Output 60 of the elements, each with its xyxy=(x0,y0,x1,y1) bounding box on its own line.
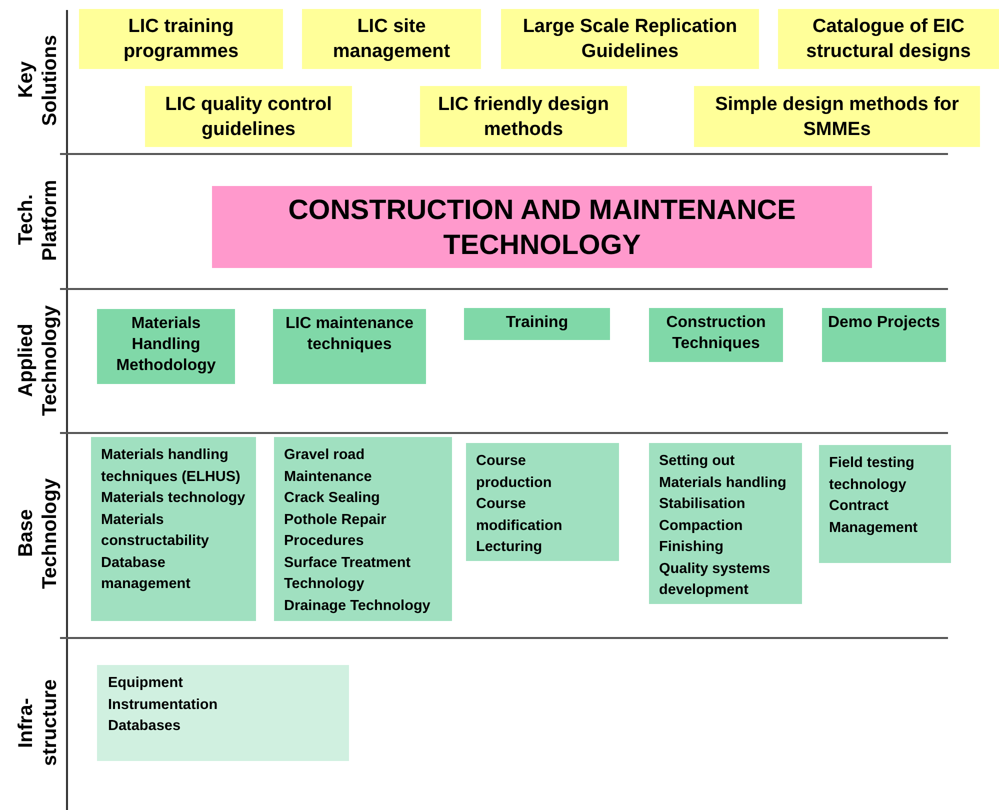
list-item: Instrumentation xyxy=(108,696,218,714)
row-label: Applied Technology xyxy=(14,304,62,418)
solution-box xyxy=(694,86,980,147)
list-item: Databases xyxy=(108,717,181,736)
list-item: Database management xyxy=(101,554,192,594)
solution-box xyxy=(79,9,283,69)
base-technology-box xyxy=(466,443,619,561)
box-label: LIC friendly design methods xyxy=(436,92,610,142)
base-technology-box xyxy=(649,443,802,604)
infrastructure-box xyxy=(97,665,349,761)
box-label: Large Scale Replication Guidelines xyxy=(522,15,738,64)
list-item: Quality systems development xyxy=(659,560,772,600)
box-label: CONSTRUCTION AND MAINTENANCE TECHNOLOGY xyxy=(287,193,797,262)
list-item: Pothole Repair Procedures xyxy=(284,510,388,551)
applied-technology-box xyxy=(273,309,426,384)
list-item: Finishing xyxy=(659,538,724,557)
box-label: Materials Handling Methodology xyxy=(115,314,217,376)
list-item: Stabilisation xyxy=(659,495,746,514)
row-label: Base Technology xyxy=(14,476,62,591)
list-item: Course modification xyxy=(476,495,564,536)
box-label: Simple design methods for SMMEs xyxy=(714,92,960,142)
list-item: Crack Sealing xyxy=(284,489,380,508)
solution-box xyxy=(501,9,759,69)
solution-box xyxy=(420,86,627,147)
platform-box xyxy=(212,186,872,268)
list-item: Drainage Technology xyxy=(284,596,430,616)
list-item: Materials technology xyxy=(101,489,246,508)
solution-box xyxy=(302,9,481,69)
box-label: LIC maintenance techniques xyxy=(284,314,415,355)
box-label: LIC site management xyxy=(332,15,452,64)
base-technology-box xyxy=(91,437,256,621)
applied-technology-box xyxy=(822,308,946,362)
box-label: Catalogue of EIC structural designs xyxy=(805,15,972,64)
row-label: Infra- structure xyxy=(14,678,62,768)
box-label: Demo Projects xyxy=(828,313,940,333)
list-item: Equipment xyxy=(108,674,183,693)
solution-box xyxy=(778,9,999,69)
row-label: Tech. Platform xyxy=(14,178,62,263)
solution-box xyxy=(145,86,352,147)
applied-technology-box xyxy=(464,308,610,340)
applied-technology-box xyxy=(649,308,783,362)
row-label: Key Solutions xyxy=(14,33,62,128)
list-item: Materials handling xyxy=(659,474,786,492)
list-item: Gravel road Maintenance xyxy=(284,446,373,486)
box-label: Training xyxy=(506,313,568,333)
list-item: Setting out xyxy=(659,452,735,471)
applied-technology-box xyxy=(97,309,235,384)
list-item: Materials handling techniques (ELHUS) xyxy=(101,446,242,486)
list-item: Surface Treatment Technology xyxy=(284,554,412,594)
base-technology-box xyxy=(274,437,452,621)
list-item: Lecturing xyxy=(476,538,542,557)
list-item: Field testing technology xyxy=(829,454,916,494)
list-item: Compaction xyxy=(659,516,743,536)
list-item: Course production xyxy=(476,452,553,492)
list-item: Materials constructability xyxy=(101,510,210,551)
box-label: LIC quality control guidelines xyxy=(164,92,333,142)
box-label: LIC training programmes xyxy=(122,15,240,64)
base-technology-box xyxy=(819,445,951,563)
list-item: Contract Management xyxy=(829,497,919,538)
box-label: Construction Techniques xyxy=(665,313,767,354)
